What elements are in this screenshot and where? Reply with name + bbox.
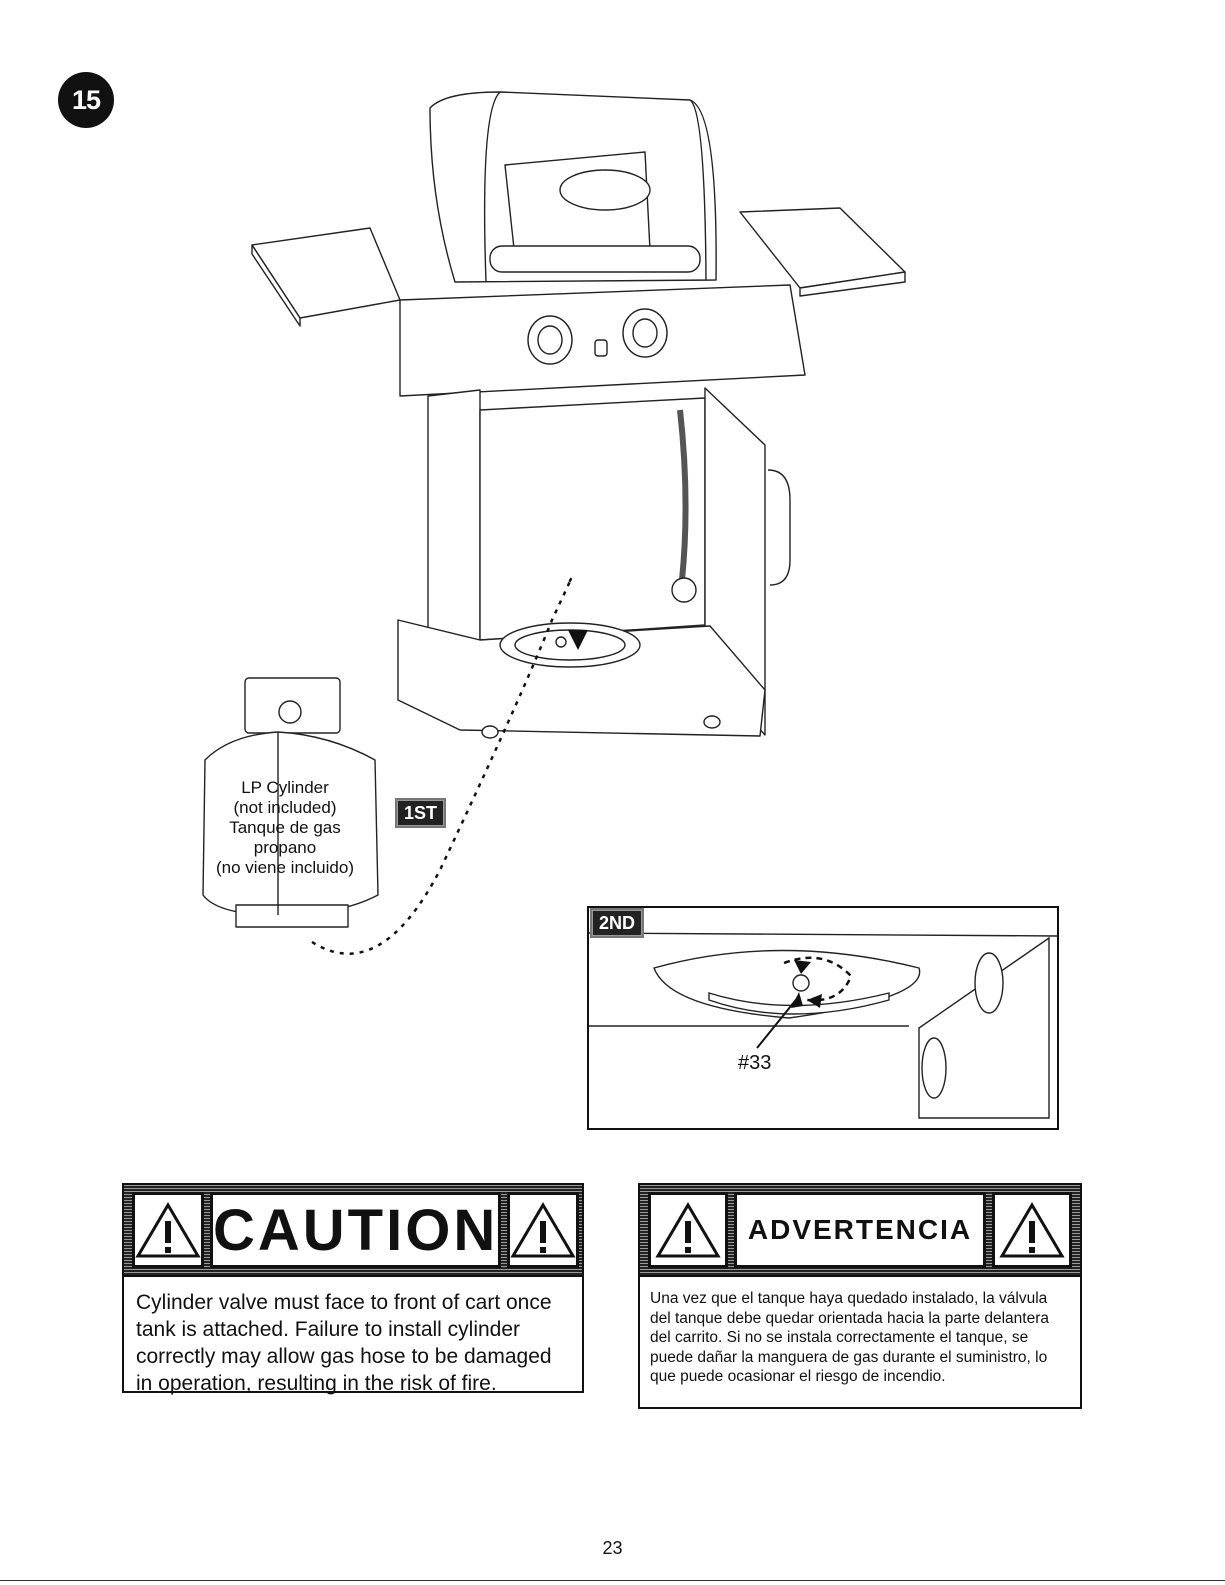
cylinder-label-line: (no viene incluido) — [216, 858, 354, 877]
warning-triangle-icon — [132, 1192, 204, 1268]
cylinder-label-line: (not included) — [233, 798, 337, 817]
caution-box: CAUTION Cylinder valve must face to fron… — [122, 1183, 584, 1395]
cylinder-label-line: LP Cylinder — [241, 778, 329, 797]
caution-header: CAUTION — [124, 1185, 582, 1277]
step-number-badge: 15 — [58, 72, 114, 128]
detail-inset-drawing — [589, 932, 1057, 1119]
part-number-callout: #33 — [738, 1052, 772, 1074]
caution-title: CAUTION — [210, 1192, 502, 1268]
step-tag-first: 1ST — [395, 798, 447, 828]
detail-inset-panel — [587, 906, 1059, 1130]
advertencia-header: ADVERTENCIA — [640, 1185, 1080, 1277]
step-tag-second: 2ND — [590, 908, 645, 938]
cylinder-label-line: Tanque de gas — [229, 818, 341, 837]
caution-text: Cylinder valve must face to front of car… — [136, 1291, 552, 1395]
warning-triangle-icon — [992, 1192, 1072, 1268]
bottom-rule — [0, 1580, 1225, 1581]
advertencia-box: ADVERTENCIA Una vez que el tanque haya q… — [638, 1183, 1082, 1409]
cylinder-label: LP Cylinder (not included) Tanque de gas… — [200, 778, 370, 878]
warning-triangle-icon — [507, 1192, 580, 1268]
cylinder-label-line: propano — [253, 838, 317, 857]
advertencia-text: Una vez que el tanque haya quedado insta… — [650, 1290, 1050, 1385]
advertencia-title: ADVERTENCIA — [734, 1192, 986, 1268]
page-number: 23 — [602, 1538, 623, 1558]
warning-triangle-icon — [648, 1192, 728, 1268]
